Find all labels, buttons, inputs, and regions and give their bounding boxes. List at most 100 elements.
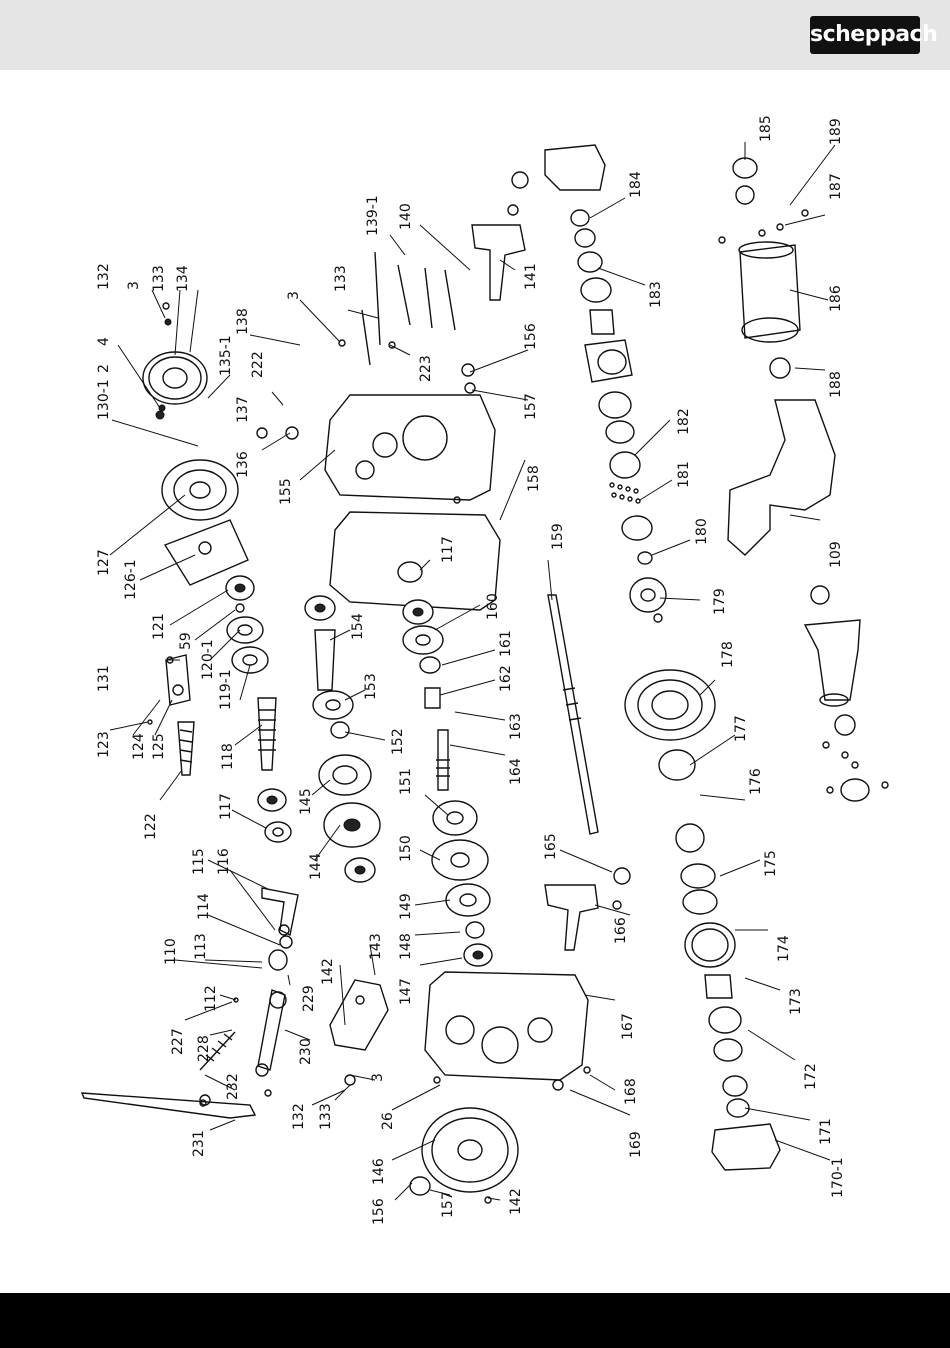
callout-label: 147	[398, 978, 414, 1005]
part-hub-183	[584, 339, 633, 383]
part-tube-178b	[803, 619, 861, 707]
callout-label: 169	[628, 1131, 644, 1158]
callout-label: 123	[96, 731, 112, 758]
callout-label: 126-1	[123, 559, 139, 600]
part-tube-186	[738, 241, 801, 343]
callout-label: 124	[131, 733, 147, 760]
part-gear-178	[624, 669, 716, 741]
leader-lines	[109, 142, 836, 1201]
callout-label: 222	[250, 351, 266, 378]
callout-label: 179	[712, 588, 728, 615]
callout-label: 142	[508, 1188, 524, 1215]
callout-label: 164	[508, 758, 524, 785]
callout-label: 175	[763, 850, 779, 877]
callout-label: 3	[126, 281, 142, 290]
part-bearing-117a	[257, 788, 287, 812]
callout-label: 180	[694, 518, 710, 545]
callout-label: 130-1	[96, 379, 112, 420]
callout-label: 229	[301, 985, 317, 1012]
callout-label: 137	[235, 396, 251, 423]
part-washers-171	[713, 1038, 750, 1118]
callout-label: 109	[828, 541, 844, 568]
callout-label: 125	[151, 733, 167, 760]
part-gear-145	[318, 754, 372, 796]
callout-label: 161	[498, 630, 514, 657]
part-bolt-133b	[361, 309, 371, 366]
callout-label: 163	[508, 713, 524, 740]
callout-label: 154	[350, 613, 366, 640]
part-fork-125	[165, 654, 191, 706]
callout-label: 59	[178, 632, 194, 650]
part-washers-113-114	[268, 924, 293, 971]
part-nut-156b	[409, 1176, 431, 1196]
part-bearing-154	[304, 595, 336, 621]
part-gear-176	[675, 823, 705, 853]
callout-label: 170-1	[830, 1157, 846, 1198]
callout-label: 112	[203, 985, 219, 1012]
part-pulley-146	[421, 1107, 519, 1193]
part-small-hardware	[147, 171, 889, 1204]
part-drawings	[80, 144, 889, 1204]
callout-label: 146	[371, 1158, 387, 1185]
part-gear-153	[312, 690, 354, 720]
part-cover-170-1	[711, 1123, 781, 1171]
callout-label: 172	[803, 1063, 819, 1090]
callout-label: 134	[175, 265, 191, 292]
part-guard-109	[727, 399, 836, 556]
callout-label: 131	[96, 665, 112, 692]
callout-label: 132	[96, 263, 112, 290]
part-gear-151	[432, 800, 478, 836]
callout-label: 150	[398, 835, 414, 862]
callout-label: 152	[390, 728, 406, 755]
callout-label: 120-1	[200, 639, 216, 680]
callout-label: 223	[418, 355, 434, 382]
callout-label: 155	[278, 478, 294, 505]
callout-labels: 132 3 133 134 4 2 130-1 135-1 138 222 13…	[96, 115, 846, 1225]
part-bearing-188	[769, 357, 791, 379]
callout-label: 189	[828, 118, 844, 145]
callout-label: 110	[163, 938, 179, 965]
callout-label: 26	[380, 1112, 396, 1130]
part-spring-228	[199, 1031, 236, 1071]
callout-label: 171	[818, 1118, 834, 1145]
part-ring-181	[621, 515, 653, 541]
part-drum-127	[161, 459, 239, 521]
callout-label: 3	[370, 1073, 386, 1082]
callout-label: 117	[440, 536, 456, 563]
part-seal-185	[732, 157, 758, 179]
callout-label: 151	[398, 768, 414, 795]
callout-label: 127	[96, 549, 112, 576]
callout-label: 114	[196, 893, 212, 920]
part-balls-181	[609, 482, 641, 504]
callout-label: 228	[196, 1035, 212, 1062]
part-gear-148	[465, 921, 485, 939]
callout-label: 183	[648, 281, 664, 308]
part-ring-177	[658, 749, 696, 781]
callout-label: 133	[151, 265, 167, 292]
brand-logo: scheppach	[810, 16, 938, 54]
part-bracket-143	[329, 979, 389, 1051]
callout-label: 141	[523, 263, 539, 290]
callout-label: 159	[550, 523, 566, 550]
part-rod-230	[255, 989, 287, 1077]
part-cover-134	[142, 351, 208, 405]
callout-label: 231	[191, 1130, 207, 1157]
part-bushing-162	[424, 687, 441, 709]
callout-label: 186	[828, 285, 844, 312]
callout-label: 117	[218, 793, 234, 820]
callout-label: 153	[363, 673, 379, 700]
callout-label: 136	[235, 451, 251, 478]
callout-label: 119-1	[218, 669, 234, 710]
callout-label: 133	[318, 1103, 334, 1130]
part-hub-174	[684, 922, 736, 968]
part-bearing-152	[330, 721, 350, 739]
part-flange-176b	[840, 778, 870, 802]
callout-label: 177	[733, 715, 749, 742]
callout-label: 122	[143, 813, 159, 840]
part-bearing-160	[402, 599, 434, 625]
callout-label: 144	[308, 853, 324, 880]
callout-label: 4	[96, 337, 112, 346]
part-gear-120-1	[226, 616, 264, 644]
callout-label: 2	[96, 364, 112, 373]
callout-label: 156	[371, 1198, 387, 1225]
